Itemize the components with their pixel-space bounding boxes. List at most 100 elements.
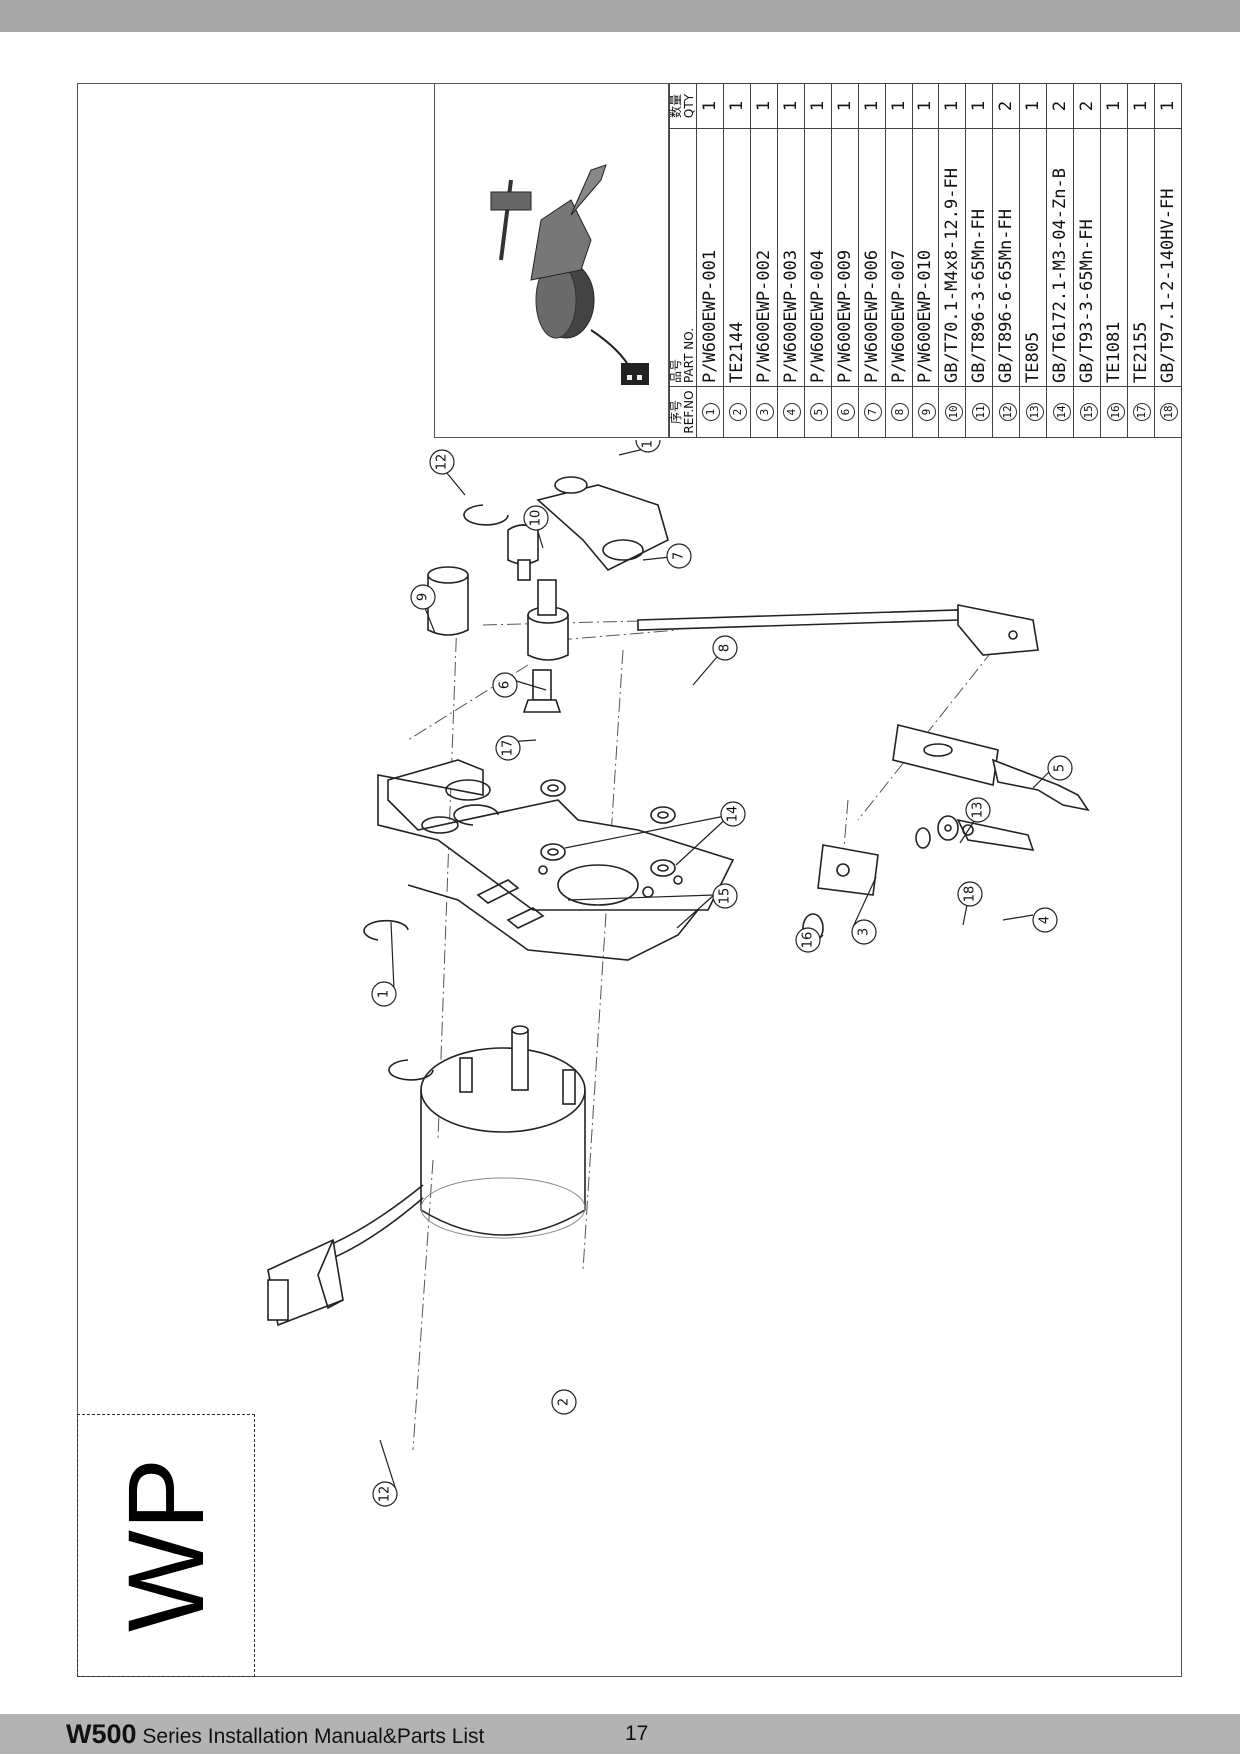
parts-table-header: 序号 REF.NO 品号 PART NO. 数量 QTY [669,83,697,438]
callout: 16 [795,927,821,953]
ref-cell: 7 [858,386,886,438]
callout-number: 1 [377,990,392,998]
ref-number: 3 [756,403,775,421]
callout-number: 2 [557,1398,572,1406]
section-label: WP [105,1458,226,1632]
ref-cell: 5 [804,386,832,438]
callout: 6 [492,672,518,698]
qty-cell: 1 [912,83,939,129]
callout: 12 [372,1481,398,1507]
col-part-header: 品号 PART NO. [669,128,697,387]
callout-circle [495,735,521,761]
qty-cell: 1 [1154,83,1182,129]
qty-cell: 1 [858,83,886,129]
part-number-cell: P/W600EWP-003 [777,128,805,387]
ref-number: 11 [971,403,990,421]
ref-cell: 4 [777,386,805,438]
part-number-cell: GB/T97.1-2-140HV-FH [1154,128,1182,387]
part-number-cell: P/W600EWP-004 [804,128,832,387]
ref-number: 8 [891,403,910,421]
ref-cell: 2 [723,386,751,438]
part-number-cell: TE805 [1019,128,1047,387]
callout-circle [371,981,397,1007]
ref-cell: 8 [885,386,912,438]
footer-bar [0,1714,1240,1754]
ref-cell: 14 [1046,386,1074,438]
block-part-6 [522,579,569,713]
ref-cell: 16 [1100,386,1128,438]
callout-circle [1032,907,1058,933]
callout: 15 [712,883,738,909]
callout: 5 [1047,755,1073,781]
part-number-cell: GB/T896-6-65Mn-FH [992,128,1020,387]
callout-circle [523,505,549,531]
callout-circle [410,584,436,610]
callout: 8 [712,635,738,661]
ref-cell: 15 [1073,386,1101,438]
ref-number: 2 [729,403,748,421]
ref-number: 16 [1106,403,1125,421]
ref-number: 18 [1160,403,1179,421]
callout-number: 11 [641,440,656,448]
part-number-cell: P/W600EWP-001 [696,128,724,387]
ref-cell: 13 [1019,386,1047,438]
callout: 17 [495,735,521,761]
qty-cell: 1 [750,83,778,129]
ref-number: 7 [864,403,883,421]
part-number-cell: GB/T6172.1-M3-04-Zn-B [1046,128,1074,387]
ref-number: 4 [783,403,802,421]
col-qty-header: 数量 QTY [669,83,697,129]
callout: 18 [957,881,983,907]
qty-cell: 2 [1073,83,1101,129]
ref-number: 10 [944,403,963,421]
callout-number: 18 [963,886,978,903]
ref-cell: 17 [1127,386,1155,438]
header-bar [0,0,1240,32]
section-label-box [77,1414,255,1677]
assembly-photo [434,83,669,438]
part-number-cell: P/W600EWP-009 [831,128,859,387]
page-number: 17 [625,1722,649,1745]
ref-cell: 3 [750,386,778,438]
bracket-part-1 [377,759,735,961]
callout: 7 [666,543,692,569]
callout: 3 [851,919,877,945]
callout-number: 16 [801,932,816,949]
callout: 4 [1032,907,1058,933]
callout: 12 [429,449,455,475]
callout-number: 12 [435,454,450,471]
qty-cell: 1 [804,83,832,129]
ref-number: 17 [1133,403,1152,421]
callout-circle [372,1481,398,1507]
callout-circle [551,1389,577,1415]
part-number-cell: P/W600EWP-006 [858,128,886,387]
callout: 2 [551,1389,577,1415]
ref-number: 14 [1052,403,1071,421]
callout-circle [1047,755,1073,781]
part-number-cell: P/W600EWP-007 [885,128,912,387]
plate-part-5 [892,724,1090,812]
footer-model: W500 [66,1719,137,1749]
qty-cell: 1 [965,83,993,129]
callout-circle [712,883,738,909]
part-number-cell: TE2144 [723,128,751,387]
ref-number: 9 [917,403,936,421]
qty-cell: 1 [885,83,912,129]
qty-cell: 1 [938,83,966,129]
callout-number: 9 [416,593,431,601]
callout-number: 8 [718,644,733,652]
